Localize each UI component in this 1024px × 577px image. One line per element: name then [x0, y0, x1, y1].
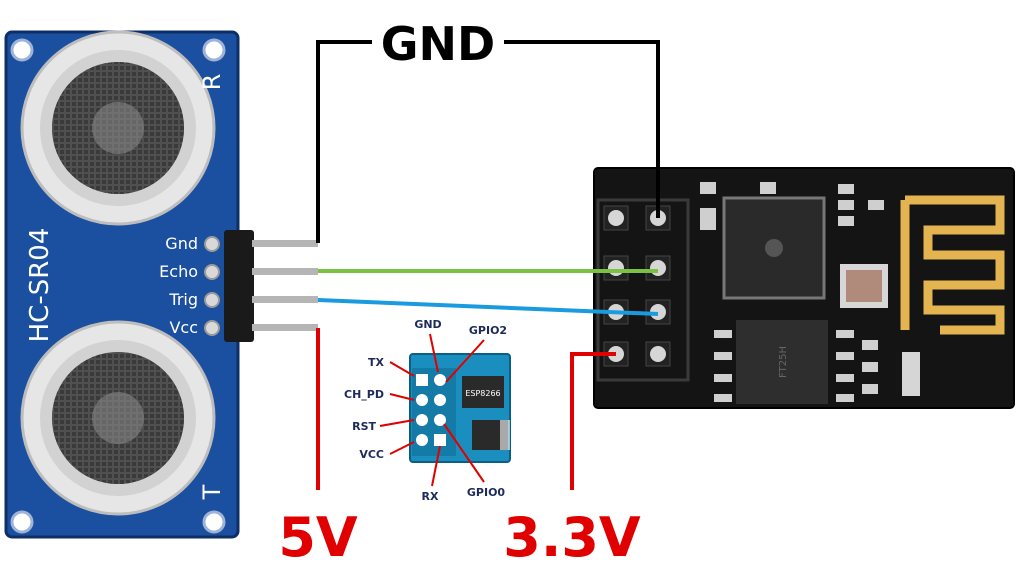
trig-wire — [317, 298, 659, 316]
pinout-gpio2-label: GPIO2 — [469, 324, 507, 337]
receiver-mark: R — [198, 74, 226, 91]
label-3v3: 3.3V — [503, 506, 641, 569]
wires — [316, 40, 660, 490]
pinout-chip — [462, 376, 504, 408]
esp-01-pinout-diagram: ESP8266 GND GPIO2 TX CH_PD RST VCC RX — [344, 318, 511, 503]
pcb-antenna — [905, 195, 1005, 335]
mount-hole — [202, 38, 226, 62]
hc-sr04-sensor: HC-SR04 R T Gnd Echo Trig Vcc — [4, 30, 318, 539]
mount-hole — [10, 510, 34, 534]
svg-text:FT25H: FT25H — [778, 346, 789, 378]
transmitter-transducer — [20, 320, 216, 516]
pinout-chip-label: ESP8266 — [465, 389, 500, 398]
pinout-rst-label: RST — [352, 420, 376, 433]
label-5v: 5V — [278, 506, 358, 569]
sensor-pin-gnd-label: Gnd — [165, 234, 198, 253]
pinout-gpio0-label: GPIO0 — [467, 486, 506, 499]
module-header-frame — [596, 198, 690, 382]
pinout-ch-pd-label: CH_PD — [344, 388, 384, 401]
header-pin — [252, 240, 318, 247]
pinout-vcc-label: VCC — [359, 448, 384, 461]
module-pin — [608, 210, 624, 226]
transmitter-mark: T — [198, 484, 226, 500]
sensor-pin-echo-label: Echo — [159, 262, 198, 281]
module-pin — [650, 260, 666, 276]
header-pin — [252, 296, 318, 303]
mount-hole — [202, 510, 226, 534]
gnd-label: GND — [381, 17, 495, 71]
header-pin — [252, 268, 318, 275]
pin-header — [224, 230, 254, 342]
pinout-rx-label: RX — [422, 490, 439, 503]
mount-hole — [10, 38, 34, 62]
pinout-tx-label: TX — [368, 356, 385, 369]
power-3v3-wire — [570, 352, 616, 490]
gnd-wire — [316, 40, 660, 243]
flash-chip — [736, 320, 828, 404]
header-pin — [252, 324, 318, 331]
module-pin — [650, 346, 666, 362]
module-pin — [608, 260, 624, 276]
receiver-transducer — [20, 30, 216, 226]
sensor-pin-trig-label: Trig — [168, 290, 198, 309]
sensor-pin-vcc-label: Vcc — [169, 318, 198, 337]
esp-01-module: FT25H — [593, 167, 1015, 409]
pinout-gnd-label: GND — [414, 318, 441, 331]
sensor-name: HC-SR04 — [25, 228, 55, 343]
